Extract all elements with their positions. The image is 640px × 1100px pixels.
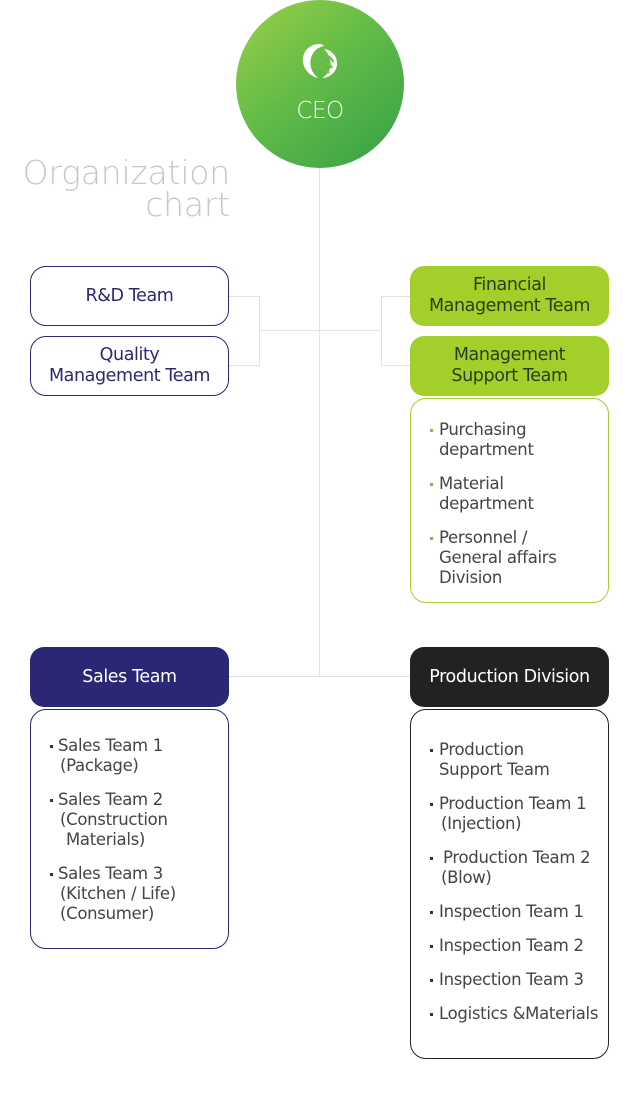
list-item: Personnel / General affairs Division	[411, 528, 608, 588]
sales-team-label: Sales Team	[82, 666, 177, 687]
ceo-label: CEO	[296, 98, 344, 124]
bullet-icon	[430, 749, 433, 752]
list-item-line: General affairs	[439, 548, 557, 567]
bullet-icon	[430, 803, 433, 806]
support-label-line-2: Support Team	[451, 366, 568, 386]
list-item-line: Sales Team 3	[58, 864, 163, 883]
list-item-line: (Consumer)	[60, 904, 155, 923]
right-bracket-top	[381, 296, 411, 297]
left-bracket-vertical	[259, 296, 260, 366]
list-item-line: Division	[439, 568, 502, 587]
list-item: Production Support Team	[411, 740, 608, 780]
quality-management-team-box: Quality Management Team	[30, 336, 229, 396]
sales-team-list: Sales Team 1 (Package) Sales Team 2 (Con…	[30, 709, 229, 949]
financial-label-line-2: Management Team	[428, 296, 591, 316]
list-item-line: Personnel /	[439, 528, 528, 547]
quality-label-line-2: Management Team	[48, 366, 211, 386]
list-item: Sales Team 3 (Kitchen / Life) (Consumer)	[31, 864, 228, 924]
rnd-team-label: R&D Team	[85, 285, 174, 306]
financial-management-team-box: Financial Management Team	[410, 266, 609, 326]
bullet-icon	[50, 799, 53, 802]
bullet-icon	[430, 429, 433, 432]
list-item-line: Inspection Team 1	[439, 902, 584, 921]
list-item: Material department	[411, 474, 608, 514]
bullet-icon	[430, 911, 433, 914]
list-item-line: department	[439, 494, 534, 513]
list-item: Inspection Team 2	[411, 936, 608, 956]
production-division-list: Production Support Team Production Team …	[410, 709, 609, 1059]
leaf-globe-logo-icon	[302, 44, 338, 78]
rnd-team-box: R&D Team	[30, 266, 229, 326]
sales-team-box: Sales Team	[30, 647, 229, 707]
bullet-icon	[430, 979, 433, 982]
left-bracket-top	[229, 296, 259, 297]
list-item-line: Material	[439, 474, 504, 493]
support-label-line-1: Management	[453, 345, 566, 365]
left-bracket-bottom	[229, 365, 259, 366]
list-item-line: Purchasing	[439, 420, 527, 439]
list-item-line: Production Team 1	[439, 794, 587, 813]
page-title-line-1: Organization	[22, 153, 231, 192]
production-division-label: Production Division	[429, 666, 590, 687]
list-item-line: Support Team	[439, 760, 550, 779]
upper-horizontal-connector	[259, 330, 381, 331]
bullet-icon	[430, 483, 433, 486]
bullet-icon	[50, 873, 53, 876]
ceo-node: CEO	[236, 0, 404, 168]
right-bracket-bottom	[381, 365, 411, 366]
page-title: Organization chart	[22, 153, 231, 224]
bullet-icon	[430, 945, 433, 948]
list-item: Sales Team 2 (Construction Materials)	[31, 790, 228, 850]
list-item-line: Production	[439, 740, 524, 759]
quality-label-line-1: Quality	[99, 345, 160, 365]
list-item-line: (Package)	[60, 756, 139, 775]
list-item-line: (Construction	[60, 810, 168, 829]
bullet-icon	[430, 1013, 433, 1016]
list-item: Inspection Team 1	[411, 902, 608, 922]
list-item-line: Inspection Team 2	[439, 936, 584, 955]
production-division-box: Production Division	[410, 647, 609, 707]
list-item-line: Sales Team 2	[58, 790, 163, 809]
list-item-line: (Injection)	[441, 814, 522, 833]
list-item: Logistics &Materials	[411, 1004, 608, 1024]
list-item-line: Materials)	[66, 830, 146, 849]
list-item: Purchasing department	[411, 420, 608, 460]
list-item-line: (Blow)	[441, 868, 492, 887]
bullet-icon	[430, 537, 433, 540]
list-item-line: Inspection Team 3	[439, 970, 584, 989]
financial-label-line-1: Financial	[472, 275, 547, 295]
list-item-line: Production Team 2	[443, 848, 591, 867]
list-item-line: Sales Team 1	[58, 736, 163, 755]
page-title-line-2: chart	[145, 185, 230, 224]
main-vertical-connector	[319, 168, 320, 676]
list-item-line: (Kitchen / Life)	[60, 884, 176, 903]
list-item-line: department	[439, 440, 534, 459]
management-support-list: Purchasing department Material departmen…	[410, 398, 609, 603]
list-item: Sales Team 1 (Package)	[31, 736, 228, 776]
bullet-icon	[430, 857, 433, 860]
right-bracket-vertical	[381, 296, 382, 366]
list-item: Production Team 2 (Blow)	[411, 848, 608, 888]
list-item: Inspection Team 3	[411, 970, 608, 990]
management-support-team-box: Management Support Team	[410, 336, 609, 396]
list-item: Production Team 1 (Injection)	[411, 794, 608, 834]
lower-horizontal-connector	[229, 676, 411, 677]
list-item-line: Logistics &Materials	[439, 1004, 599, 1023]
bullet-icon	[50, 745, 53, 748]
